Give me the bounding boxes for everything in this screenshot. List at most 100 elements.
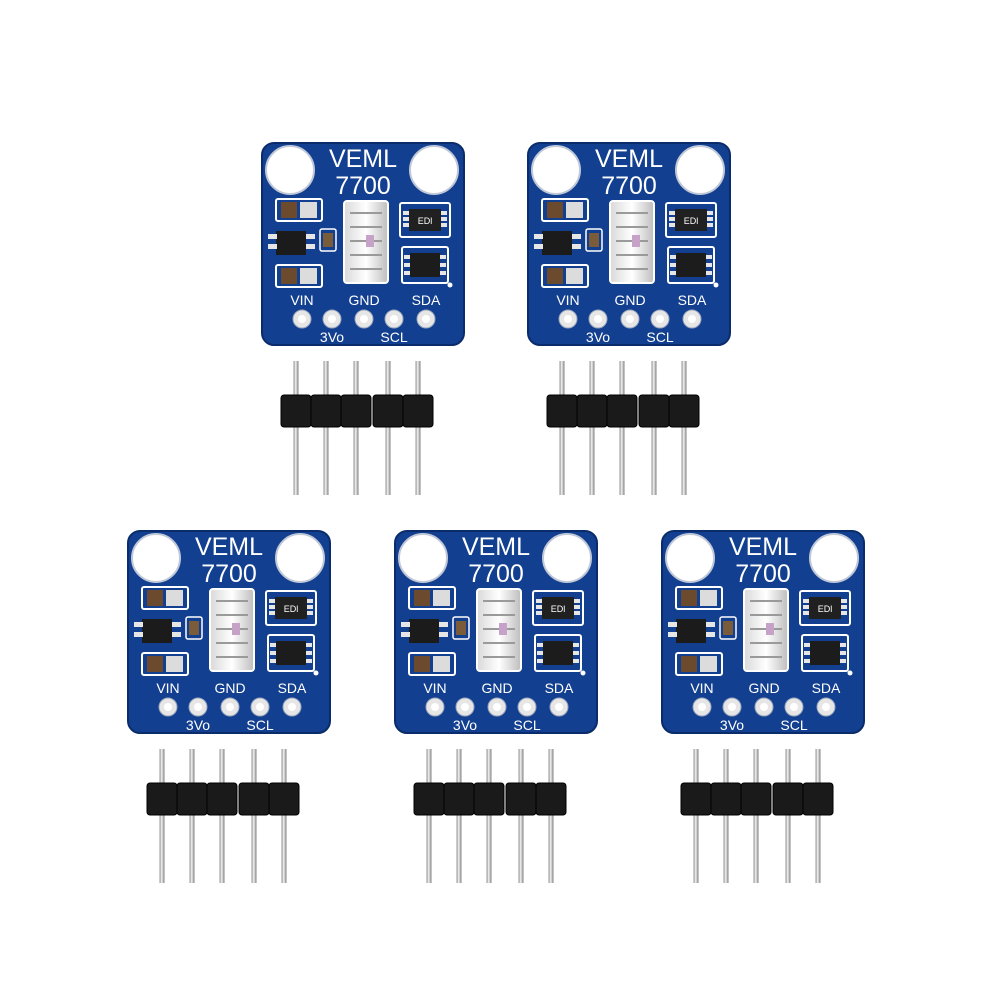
- header-plastic: [680, 782, 712, 816]
- resistor-body: [723, 621, 733, 635]
- pin-label-scl: SCL: [780, 717, 807, 733]
- chip-lead: [306, 234, 315, 239]
- pin-label-sda: SDA: [412, 292, 441, 308]
- chip-lead: [534, 244, 543, 249]
- pin-label-sda: SDA: [812, 680, 841, 696]
- pin1-dot: [847, 670, 853, 676]
- chip-lead: [572, 244, 581, 249]
- chip-lead: [804, 651, 810, 655]
- chip-lead: [440, 271, 446, 275]
- chip-outline: [532, 590, 584, 626]
- capacitor-outline: [408, 652, 456, 676]
- header-pin: [415, 361, 421, 495]
- header-pin: [251, 749, 257, 883]
- pin-hole: [328, 315, 336, 323]
- pin-hole: [390, 315, 398, 323]
- chip-outline: [665, 202, 717, 238]
- chip-lead: [574, 605, 580, 609]
- chip-lead: [537, 651, 543, 655]
- regulator-chip: [676, 619, 706, 643]
- capacitor-body: [281, 202, 297, 218]
- resistor-body: [589, 233, 599, 247]
- chip-marking: EDl: [418, 216, 433, 226]
- chip-lead: [306, 651, 312, 655]
- mounting-hole: [665, 533, 715, 583]
- pin-label-vin: VIN: [690, 680, 713, 696]
- chip-lead: [840, 651, 846, 655]
- ic-chip: [675, 209, 707, 231]
- header-plastic: [340, 394, 372, 428]
- capacitor-cap: [300, 202, 317, 218]
- pin-label-sda: SDA: [278, 680, 307, 696]
- pin-hole: [288, 703, 296, 711]
- chip-lead: [536, 599, 542, 603]
- pin-hole: [564, 315, 572, 323]
- resistor-body: [323, 233, 333, 247]
- resistor-outline: [185, 616, 203, 640]
- resistor-body: [189, 621, 199, 635]
- chip-lead: [306, 659, 312, 663]
- chip-lead: [574, 599, 580, 603]
- pin-label-scl: SCL: [513, 717, 540, 733]
- chip-lead: [403, 217, 409, 221]
- chip-lead: [439, 622, 448, 627]
- chip-marking: EDl: [284, 604, 299, 614]
- pin-hole: [822, 703, 830, 711]
- pin-hole: [360, 315, 368, 323]
- chip-lead: [573, 643, 579, 647]
- header-pin: [681, 361, 687, 495]
- chip-lead: [803, 605, 809, 609]
- chip-lead: [669, 211, 675, 215]
- mosfet-chip: [410, 253, 440, 277]
- pin1-dot: [713, 282, 719, 288]
- sensor-window: [499, 623, 507, 635]
- header-plastic: [668, 394, 700, 428]
- header-pin: [815, 749, 821, 883]
- capacitor-cap: [700, 656, 717, 672]
- chip-lead: [706, 263, 712, 267]
- pin1-dot: [447, 282, 453, 288]
- capacitor-body: [681, 656, 697, 672]
- pin-hole: [431, 703, 439, 711]
- mounting-hole: [531, 145, 581, 195]
- chip-lead: [706, 632, 715, 637]
- mounting-hole: [675, 145, 725, 195]
- chip-lead: [670, 263, 676, 267]
- chip-lead: [306, 244, 315, 249]
- capacitor-cap: [433, 590, 450, 606]
- chip-lead: [670, 271, 676, 275]
- chip-lead: [841, 599, 847, 603]
- sensor-window: [766, 623, 774, 635]
- header-pin: [651, 361, 657, 495]
- capacitor-cap: [433, 656, 450, 672]
- header-plastic: [310, 394, 342, 428]
- mosfet-chip: [810, 641, 840, 665]
- sensor-window: [232, 623, 240, 635]
- header-plastic: [535, 782, 567, 816]
- chip-outline: [534, 634, 582, 672]
- chip-lead: [840, 643, 846, 647]
- chip-lead: [440, 263, 446, 267]
- chip-lead: [573, 659, 579, 663]
- pin-label-3vo: 3Vo: [586, 329, 610, 345]
- header-pin: [548, 749, 554, 883]
- pin-hole: [688, 315, 696, 323]
- resistor-outline: [452, 616, 470, 640]
- regulator-chip: [142, 619, 172, 643]
- mosfet-chip: [543, 641, 573, 665]
- chip-lead: [270, 659, 276, 663]
- header-pin: [353, 361, 359, 495]
- chip-lead: [537, 659, 543, 663]
- pin1-dot: [580, 670, 586, 676]
- chip-lead: [269, 611, 275, 615]
- chip-lead: [536, 605, 542, 609]
- header-plastic: [505, 782, 537, 816]
- resistor-outline: [319, 228, 337, 252]
- chip-lead: [172, 632, 181, 637]
- pin-label-vin: VIN: [290, 292, 313, 308]
- chip-lead: [270, 643, 276, 647]
- ic-chip: [809, 597, 841, 619]
